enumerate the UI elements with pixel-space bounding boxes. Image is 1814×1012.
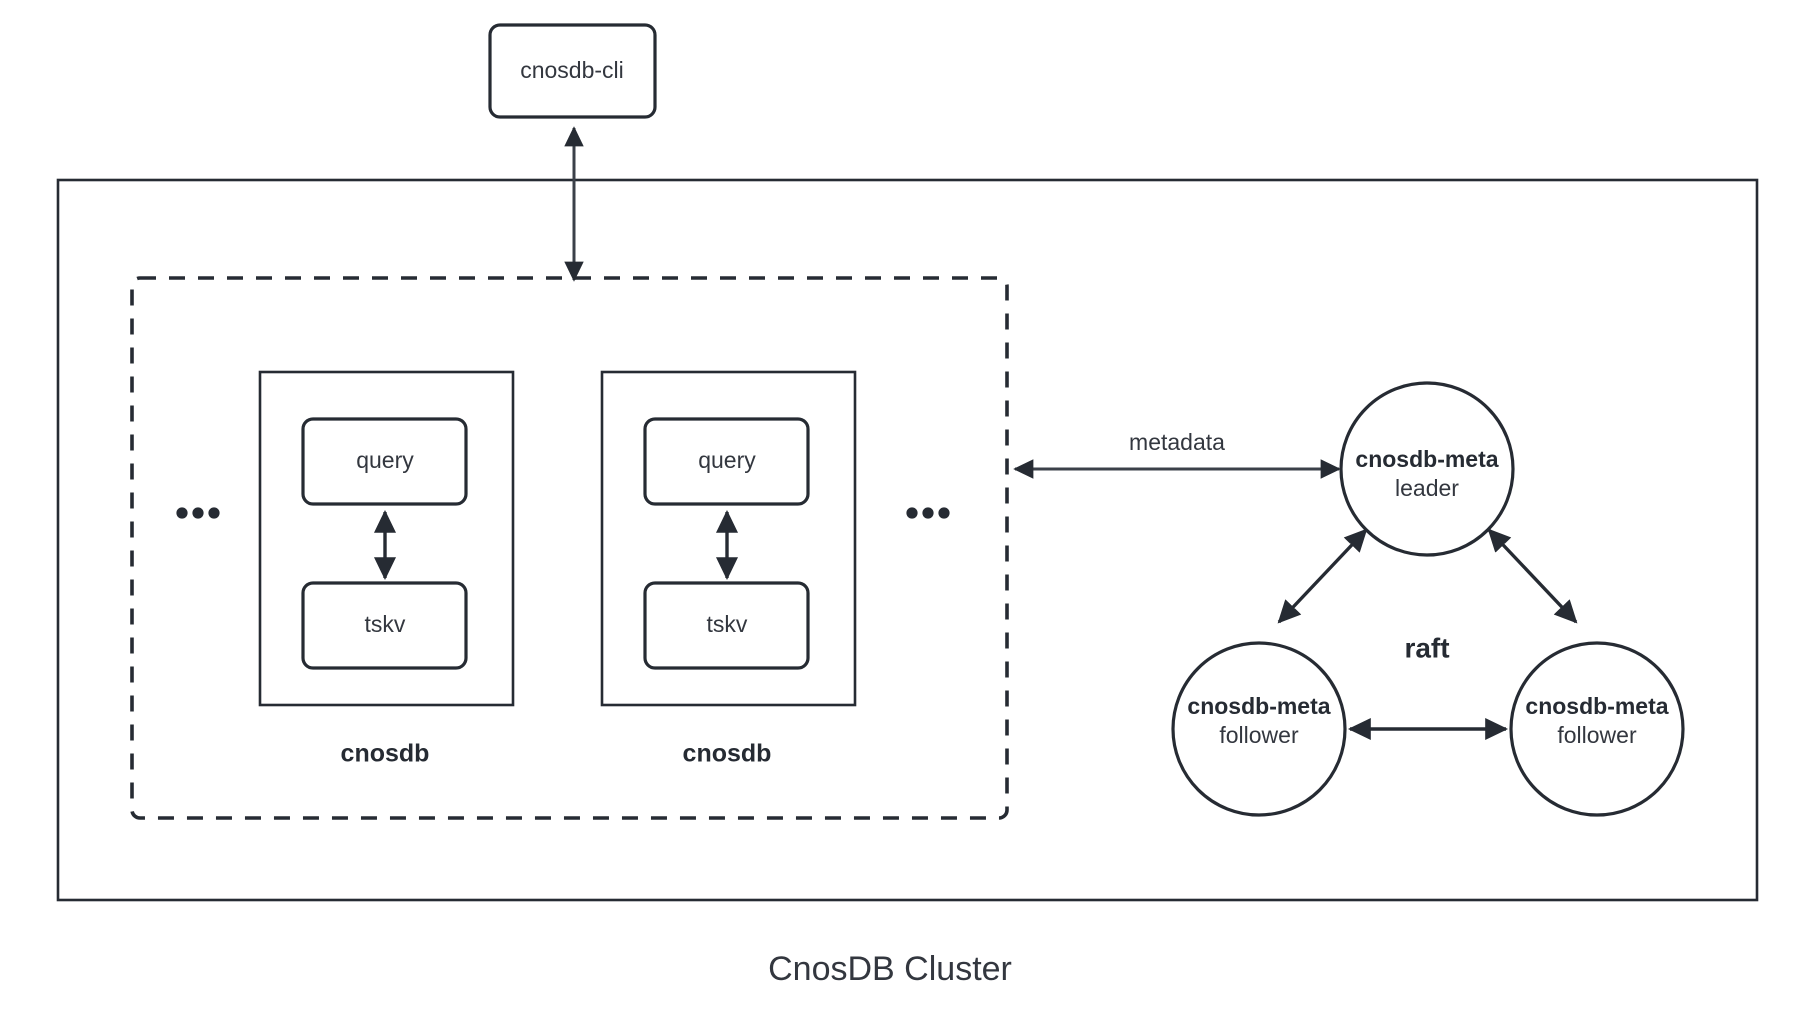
cnosdb-meta-leader-node[interactable] xyxy=(1339,381,1515,557)
cnosdb-meta-leader-name: cnosdb-meta xyxy=(1355,446,1498,472)
cnosdb-node-2-tskv-box[interactable] xyxy=(643,581,810,670)
raft-leader-follower-left-connector xyxy=(1277,528,1368,624)
cnosdb-meta-leader-role: leader xyxy=(1395,475,1459,501)
cnosdb-node-1-tskv-box[interactable] xyxy=(301,581,468,670)
cnosdb-node-1-query-label: query xyxy=(356,447,414,473)
cnosdb-node-1-caption: cnosdb xyxy=(341,740,430,768)
ellipsis-right-icon xyxy=(906,507,950,519)
cnosdb-meta-follower-right-name: cnosdb-meta xyxy=(1525,693,1668,719)
cnosdb-node-2-caption: cnosdb xyxy=(683,740,772,768)
cnosdb-cli-label: cnosdb-cli xyxy=(520,57,624,83)
cnosdb-meta-follower-right-node[interactable] xyxy=(1509,641,1685,817)
cnosdb-node-2-tskv-label: tskv xyxy=(707,611,748,637)
raft-label: raft xyxy=(1404,632,1449,663)
cnosdb-meta-follower-left-name: cnosdb-meta xyxy=(1187,693,1330,719)
cnosdb-node-2-query-label: query xyxy=(698,447,756,473)
cnosdb-meta-follower-right-role: follower xyxy=(1557,722,1637,748)
metadata-edge-label: metadata xyxy=(1129,429,1225,455)
cnosdb-node-1-query-box[interactable] xyxy=(301,417,468,506)
diagram-title: CnosDB Cluster xyxy=(768,950,1012,988)
cnosdb-meta-follower-left-node[interactable] xyxy=(1171,641,1347,817)
cnosdb-node-2-query-box[interactable] xyxy=(643,417,810,506)
cnosdb-node-group xyxy=(130,276,1009,820)
cnosdb-node-1-tskv-label: tskv xyxy=(365,611,406,637)
raft-leader-follower-right-connector xyxy=(1487,528,1578,624)
cnosdb-cli-box[interactable] xyxy=(488,23,657,119)
ellipsis-left-icon xyxy=(176,507,220,519)
cnosdb-meta-follower-left-role: follower xyxy=(1219,722,1299,748)
